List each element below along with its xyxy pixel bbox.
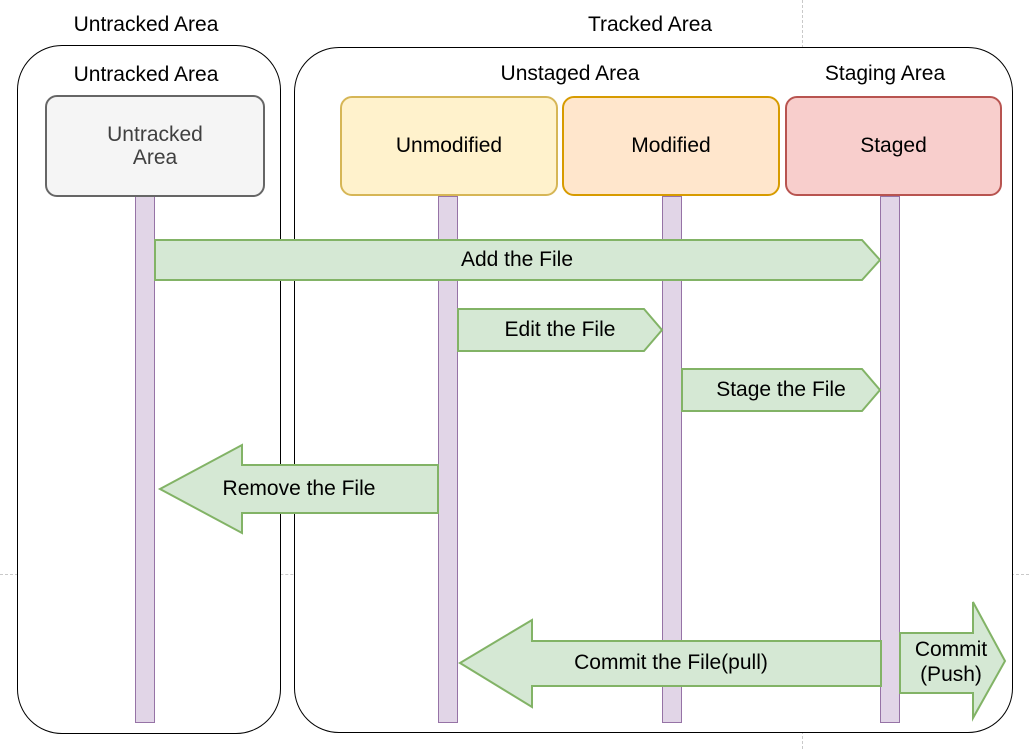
commit-push-label-line1: Commit: [914, 638, 988, 661]
modified-node-label: Modified: [631, 134, 711, 157]
tracked-area-title: Tracked Area: [587, 13, 713, 36]
unmodified-node: Unmodified: [340, 96, 558, 196]
commit-pull-arrow-shape: [458, 618, 882, 709]
remove-file-arrow-shape: [157, 443, 439, 535]
remove-file-arrow-label: Remove the File: [222, 477, 376, 500]
add-file-arrow-shape: [154, 239, 882, 281]
untracked-area-node: Untracked Area: [45, 95, 265, 197]
unmodified-node-label: Unmodified: [395, 134, 503, 157]
commit-push-arrow-shape: [899, 601, 1007, 722]
untracked-node-label-line2: Area: [132, 146, 178, 169]
staging-area-heading: Staging Area: [824, 62, 946, 85]
modified-node: Modified: [562, 96, 780, 196]
untracked-container-heading: Untracked Area: [73, 63, 219, 86]
commit-push-arrow-label: Commit (Push): [900, 637, 1002, 687]
untracked-node-label-line1: Untracked: [107, 123, 203, 146]
edit-file-arrow-label: Edit the File: [504, 318, 616, 341]
edit-file-arrow-shape: [457, 308, 664, 352]
untracked-area-title: Untracked Area: [73, 13, 219, 36]
unmodified-lifeline: [438, 196, 458, 723]
stage-file-arrow-shape: [681, 368, 882, 412]
stage-file-arrow-label: Stage the File: [716, 378, 846, 401]
commit-push-label-line2: (Push): [920, 663, 982, 686]
commit-pull-arrow-label: Commit the File(pull): [574, 651, 768, 674]
add-file-arrow-label: Add the File: [460, 248, 574, 271]
staged-node-label: Staged: [860, 134, 927, 157]
staged-lifeline: [880, 196, 900, 723]
modified-lifeline: [662, 196, 682, 723]
unstaged-area-heading: Unstaged Area: [500, 62, 640, 85]
staged-node: Staged: [785, 96, 1002, 196]
